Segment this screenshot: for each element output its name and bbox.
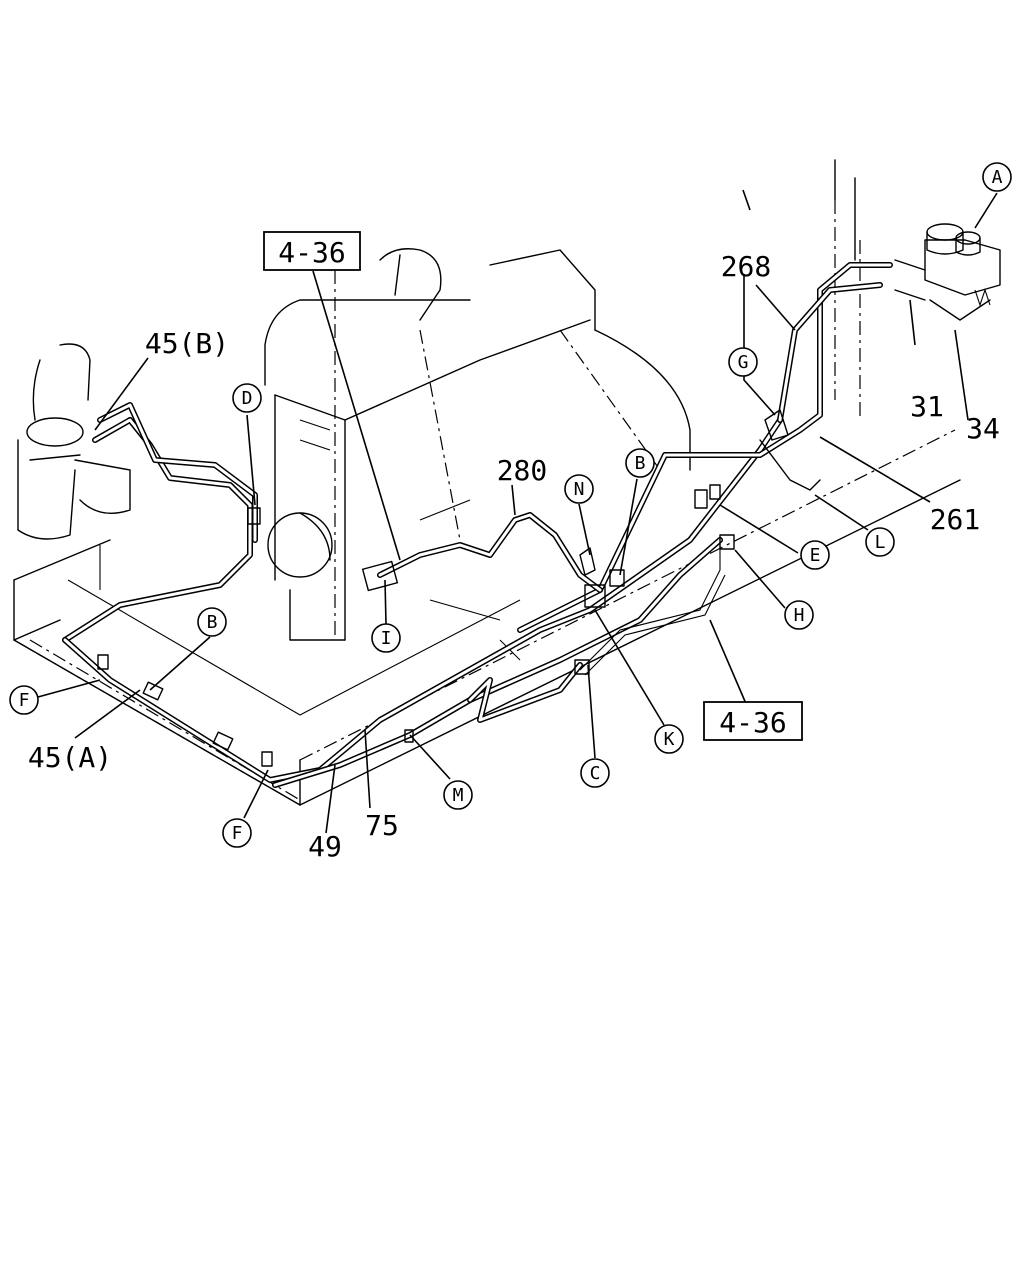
engine-block [264,159,861,661]
reservoir [894,223,1001,321]
callout-letter: C [590,763,601,784]
part-label-280: 280 [497,454,548,487]
callout-h[interactable]: H [784,600,814,630]
callout-letter: L [875,532,886,553]
reference-box-top[interactable]: 4-36 [263,231,361,271]
part-label-261: 261 [930,503,981,536]
part-label-49: 49 [308,830,342,863]
callout-letter: H [794,605,805,626]
callout-a[interactable]: A [982,162,1012,192]
part-label-31: 31 [910,390,944,423]
callout-b-left[interactable]: B [197,607,227,637]
callout-f-top[interactable]: F [9,685,39,715]
callout-letter: N [574,479,585,500]
callout-letter: M [453,785,464,806]
leader-lines [37,189,998,834]
callout-letter: G [738,352,749,373]
callout-l[interactable]: L [865,527,895,557]
callout-i[interactable]: I [371,623,401,653]
part-number-labels: 268 45(B) 280 31 34 261 45(A) 75 49 [28,250,1000,863]
callout-letter: B [635,453,646,474]
brake-pipes [62,262,893,788]
callout-c[interactable]: C [580,758,610,788]
callout-letter: B [207,612,218,633]
callout-g[interactable]: G [728,347,758,377]
callout-letter: E [810,545,821,566]
part-label-45b: 45(B) [145,327,229,360]
part-label-75: 75 [365,809,399,842]
callout-k[interactable]: K [654,724,684,754]
part-label-34: 34 [966,412,1000,445]
reference-label: 4-36 [719,706,786,739]
callout-letter: A [992,167,1003,188]
reference-label: 4-36 [278,236,345,269]
reference-box-bottom[interactable]: 4-36 [703,701,803,741]
callout-letter: D [242,388,253,409]
air-cleaner [17,343,131,540]
callout-letter: I [381,628,392,649]
part-label-45a: 45(A) [28,741,112,774]
callout-letter: F [19,690,30,711]
callout-letter: F [232,823,243,844]
callout-e[interactable]: E [800,540,830,570]
callout-d[interactable]: D [232,383,262,413]
callout-b-top[interactable]: B [625,448,655,478]
callout-m[interactable]: M [443,780,473,810]
part-label-268: 268 [721,250,772,283]
callout-letter: K [664,729,675,750]
callout-f-bottom[interactable]: F [222,818,252,848]
callout-n[interactable]: N [564,474,594,504]
chassis-frame [13,429,961,806]
